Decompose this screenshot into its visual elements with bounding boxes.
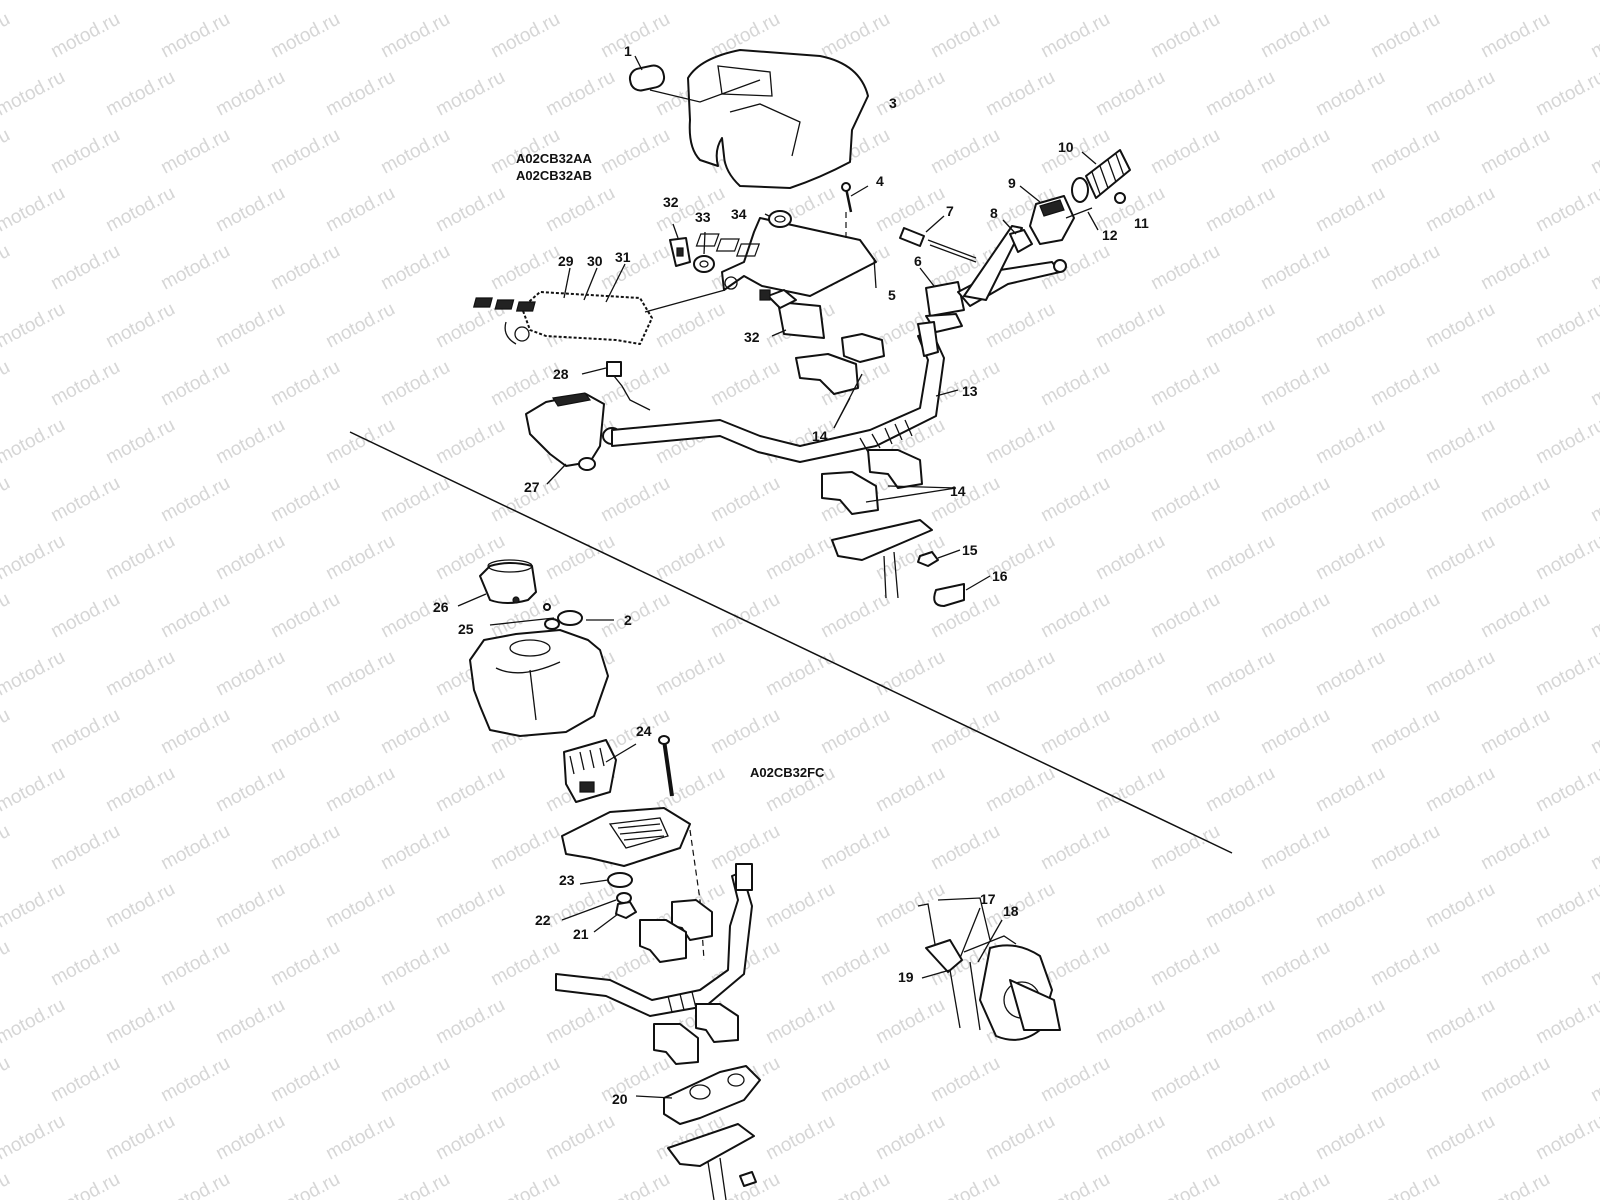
callout-16: 16 xyxy=(992,568,1008,584)
lower-clamp-blocks-lower xyxy=(653,1003,739,1065)
callout-13: 13 xyxy=(962,383,978,399)
callout-9: 9 xyxy=(1008,175,1016,191)
callout-32-lower: 32 xyxy=(744,329,760,345)
set-screw-part xyxy=(1065,207,1093,219)
switch-part-upper xyxy=(669,237,691,267)
callout-18: 18 xyxy=(1003,903,1019,919)
lower-handlebar-cover-part xyxy=(469,629,609,737)
cap-part xyxy=(544,610,583,630)
connector-part xyxy=(606,361,651,411)
model-code-bottom: A02CB32FC xyxy=(750,765,825,780)
lower-washer-part xyxy=(607,872,633,888)
callout-23: 23 xyxy=(559,872,575,888)
lower-nut-part xyxy=(615,901,637,919)
callout-8: 8 xyxy=(990,205,998,221)
screw-part xyxy=(841,182,853,213)
callout-5: 5 xyxy=(888,287,896,303)
control-panel-part xyxy=(472,291,653,345)
brake-lever-part xyxy=(917,225,1067,357)
grip-end-housing-part xyxy=(1029,195,1075,245)
hand-grip-part xyxy=(1071,149,1131,203)
decal-part xyxy=(628,64,666,92)
stem-plate-lower xyxy=(667,1123,757,1200)
gauge-part xyxy=(479,559,537,604)
callout-33: 33 xyxy=(695,209,711,225)
callout-12: 12 xyxy=(1102,227,1118,243)
callout-6: 6 xyxy=(914,253,922,269)
callout-26: 26 xyxy=(433,599,449,615)
small-screw-part xyxy=(543,603,551,611)
callout-17: 17 xyxy=(980,891,996,907)
callout-27: 27 xyxy=(524,479,540,495)
handlebar-cover-part xyxy=(687,49,869,189)
callout-15: 15 xyxy=(962,542,978,558)
model-code-top-2: A02CB32AB xyxy=(516,168,592,183)
callout-19: 19 xyxy=(898,969,914,985)
lower-clamp-blocks-upper xyxy=(639,899,713,963)
callout-1: 1 xyxy=(624,43,632,59)
model-code-top-1: A02CB32AA xyxy=(516,151,592,166)
callout-28: 28 xyxy=(553,366,569,382)
callout-21: 21 xyxy=(573,926,589,942)
throttle-housing-part xyxy=(525,392,622,471)
callout-4: 4 xyxy=(876,173,884,189)
grip-screw-part xyxy=(1114,192,1126,204)
variant-divider-line xyxy=(349,431,1233,854)
callout-2: 2 xyxy=(624,612,632,628)
callout-7: 7 xyxy=(946,203,954,219)
callout-14-upper: 14 xyxy=(812,428,828,444)
callout-24: 24 xyxy=(636,723,652,739)
clip-part xyxy=(933,583,965,607)
callout-11: 11 xyxy=(1134,215,1149,231)
lower-handlebar-part xyxy=(555,863,753,1017)
mounting-bracket-part xyxy=(695,217,877,297)
stem-plate-upper xyxy=(831,519,933,599)
bolt-part xyxy=(658,735,674,797)
brake-fittings-part xyxy=(899,227,977,263)
bushing-part xyxy=(1009,229,1033,253)
lower-bracket-part xyxy=(561,807,691,867)
wiring-connector-part xyxy=(563,739,617,803)
callout-20: 20 xyxy=(612,1091,628,1107)
callout-14-lower: 14 xyxy=(950,483,966,499)
callout-25: 25 xyxy=(458,621,474,637)
callout-10: 10 xyxy=(1058,139,1074,155)
callout-34: 34 xyxy=(731,206,747,222)
callout-22: 22 xyxy=(535,912,551,928)
callout-31: 31 xyxy=(615,249,631,265)
steering-assembly-part xyxy=(917,897,1061,1041)
nut-part xyxy=(917,551,939,567)
switch-part-lower xyxy=(759,289,825,339)
grommet-part xyxy=(768,210,792,228)
callout-30: 30 xyxy=(587,253,603,269)
handlebar-part xyxy=(611,331,945,463)
callout-32-upper: 32 xyxy=(663,194,679,210)
clamp-bar-part xyxy=(663,1065,761,1125)
clamp-blocks-upper xyxy=(795,333,885,395)
clamp-blocks-lower xyxy=(821,449,923,515)
washer-part xyxy=(693,255,715,273)
callout-29: 29 xyxy=(558,253,574,269)
callout-3: 3 xyxy=(889,95,897,111)
